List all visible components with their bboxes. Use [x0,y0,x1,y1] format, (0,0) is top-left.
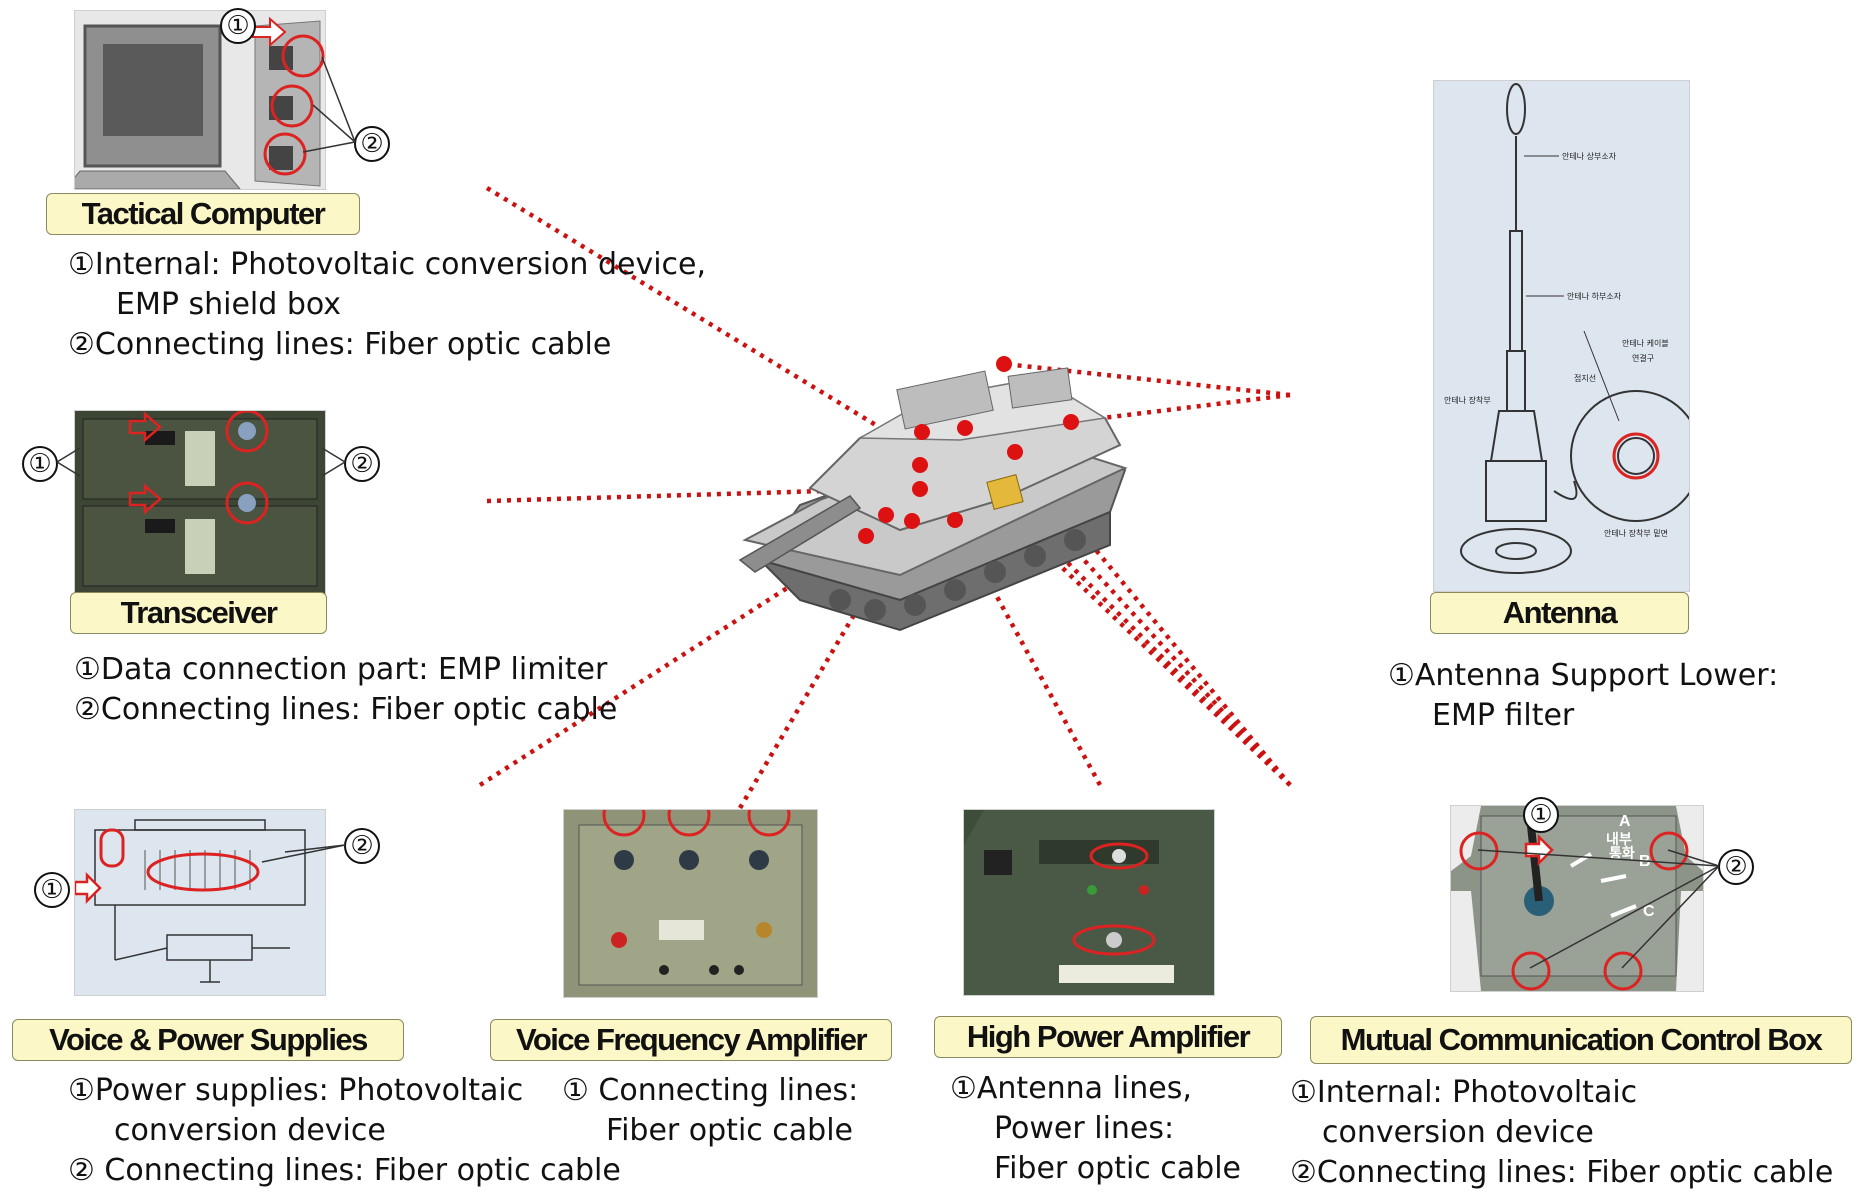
connector-antenna-1 [1004,361,1291,398]
tactical-computer-photo [74,10,326,190]
mccb-callout-1: ① [1523,797,1559,833]
voice-power-callout-1: ① [34,872,70,908]
mccb-panel-label-internal: 내부 [1606,831,1632,847]
antenna-label-mount: 안테나 장착부 [1444,395,1491,405]
transceiver-callout-1: ① [22,446,58,482]
transceiver-callout-2: ② [344,446,380,482]
antenna-diagram: 안테나 상부소자 안테나 하부소자 안테나 케이블 연결구 접지선 안테나 장착… [1433,80,1690,592]
mccb-panel-label-call: 통화 [1609,845,1635,861]
hpa-line-2: Power lines: [994,1111,1175,1146]
antenna-line-2: EMP filter [1432,698,1575,733]
transceiver-title: Transceiver [70,592,327,634]
tactical-computer-line-3: ②Connecting lines: Fiber optic cable [68,327,612,362]
connector-mccb-3 [1013,450,1292,787]
mccb-line-2: conversion device [1322,1115,1594,1150]
mccb-title: Mutual Communication Control Box [1310,1016,1852,1064]
mccb-panel-label-c: C [1643,903,1655,920]
antenna-line-1: ①Antenna Support Lower: [1388,658,1779,693]
voice-power-line-3: ② Connecting lines: Fiber optic cable [68,1153,621,1188]
tactical-computer-title: Tactical Computer [46,193,360,235]
tactical-computer-line-2: EMP shield box [116,287,342,322]
voice-power-description: ①Power supplies: Photovoltaic conversion… [68,1071,621,1191]
vfa-description: ① Connecting lines: Fiber optic cable [562,1071,858,1151]
voice-power-line-1: ①Power supplies: Photovoltaic [68,1073,524,1108]
hpa-description: ①Antenna lines, Power lines: Fiber optic… [950,1069,1241,1189]
antenna-label-connector: 연결구 [1632,353,1654,363]
connector-voice-power [478,520,892,787]
mccb-line-1: ①Internal: Photovoltaic [1290,1075,1638,1110]
vfa-title: Voice Frequency Amplifier [490,1019,892,1061]
transceiver-line-1: ①Data connection part: EMP limiter [74,652,608,687]
connector-antenna-2 [1069,392,1291,425]
antenna-description: ①Antenna Support Lower: EMP filter [1388,656,1778,736]
voice-power-title: Voice & Power Supplies [12,1019,404,1061]
antenna-label-upper: 안테나 상부소자 [1562,151,1617,161]
connector-transceiver [486,485,926,504]
voice-power-diagram [74,809,326,996]
transceiver-line-2: ②Connecting lines: Fiber optic cable [74,692,618,727]
antenna-label-ground: 접지선 [1574,373,1596,383]
hpa-line-1: ①Antenna lines, [950,1071,1192,1106]
antenna-label-lower: 안테나 하부소자 [1567,291,1622,301]
voice-power-callout-2: ② [344,828,380,864]
mccb-panel-label-a: A [1619,813,1631,830]
tactical-computer-line-1: ①Internal: Photovoltaic conversion devic… [68,247,707,282]
hpa-photo [963,809,1215,996]
hpa-line-3: Fiber optic cable [994,1151,1242,1186]
antenna-title: Antenna [1430,592,1689,634]
transceiver-photo [74,410,326,595]
vfa-line-1: ① Connecting lines: [562,1073,859,1108]
vfa-line-2: Fiber optic cable [606,1113,854,1148]
voice-power-line-2: conversion device [114,1113,386,1148]
antenna-label-mount-bottom: 안테나 장착부 밑면 [1604,528,1668,538]
transceiver-description: ①Data connection part: EMP limiter ②Conn… [74,650,617,730]
mccb-line-3: ②Connecting lines: Fiber optic cable [1290,1155,1834,1190]
vfa-photo [563,809,818,998]
hpa-title: High Power Amplifier [934,1016,1282,1058]
mccb-description: ①Internal: Photovoltaic conversion devic… [1290,1073,1833,1193]
tactical-computer-callout-2: ② [354,126,390,162]
tactical-computer-callout-1: ① [220,8,256,44]
tactical-computer-description: ①Internal: Photovoltaic conversion devic… [68,245,706,365]
antenna-label-cable: 안테나 케이블 [1622,338,1669,348]
